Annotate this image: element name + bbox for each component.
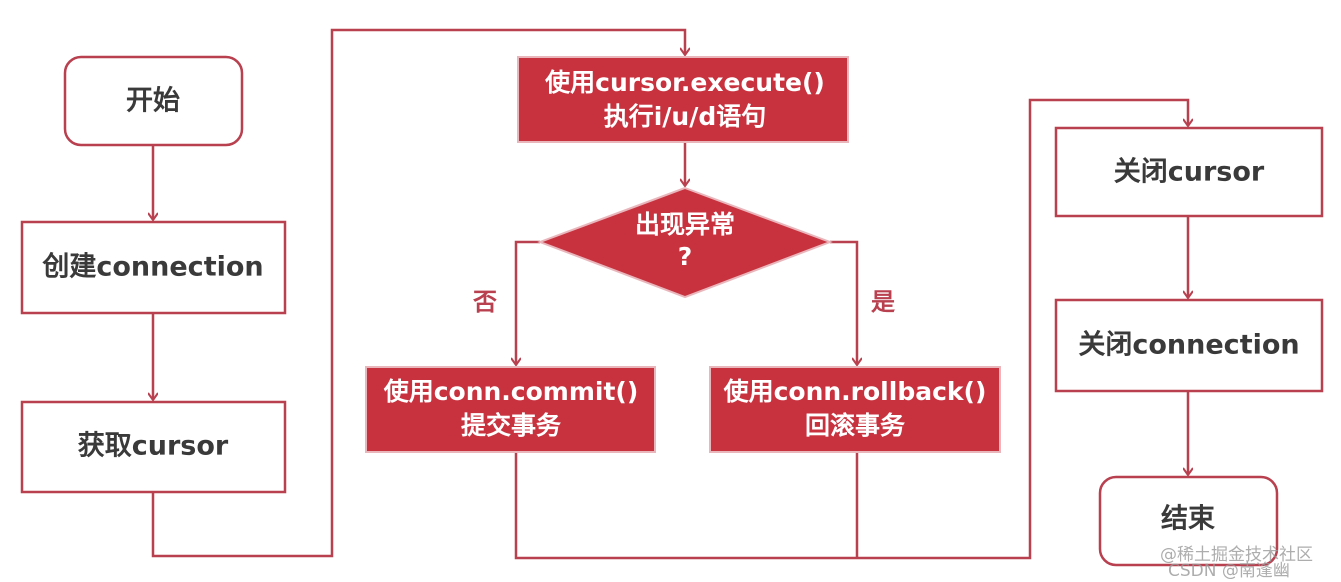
label-yes: 是 <box>871 288 895 316</box>
svg-text:结束: 结束 <box>1161 504 1215 535</box>
node-commit: 使用conn.commit() 提交事务 <box>365 366 656 453</box>
svg-text:?: ? <box>678 242 693 271</box>
edge-decision-rollback <box>830 240 857 365</box>
label-no: 否 <box>472 288 497 316</box>
edge-decision-commit <box>516 240 540 365</box>
edge-commit-close-cursor <box>514 98 1188 560</box>
svg-text:使用conn.rollback(): 使用conn.rollback() <box>723 377 987 406</box>
svg-text:执行i/u/d语句: 执行i/u/d语句 <box>604 102 767 131</box>
node-end: 结束 <box>1098 475 1279 567</box>
node-close-cursor: 关闭cursor <box>1054 126 1324 218</box>
edges <box>151 28 1188 560</box>
node-create-connection: 创建connection <box>20 220 287 315</box>
watermark-line1: @稀土掘金技术社区 <box>1160 545 1313 565</box>
svg-text:提交事务: 提交事务 <box>461 411 561 440</box>
node-rollback: 使用conn.rollback() 回滚事务 <box>709 366 1001 453</box>
node-get-cursor: 获取cursor <box>20 400 287 494</box>
svg-text:回滚事务: 回滚事务 <box>805 411 905 440</box>
svg-text:关闭connection: 关闭connection <box>1078 330 1299 361</box>
node-decision: 出现异常 ? <box>537 186 833 299</box>
edge-cursor-execute <box>151 28 685 558</box>
node-execute: 使用cursor.execute() 执行i/u/d语句 <box>517 56 849 143</box>
node-close-connection: 关闭connection <box>1054 298 1324 393</box>
svg-text:创建connection: 创建connection <box>41 252 263 283</box>
node-start: 开始 <box>63 55 244 147</box>
svg-text:使用conn.commit(): 使用conn.commit() <box>383 377 639 406</box>
svg-text:关闭cursor: 关闭cursor <box>1114 157 1265 188</box>
svg-text:开始: 开始 <box>126 85 180 117</box>
svg-text:出现异常: 出现异常 <box>635 210 735 239</box>
watermark-line2: CSDN @南逢幽 <box>1168 561 1290 581</box>
svg-text:使用cursor.execute(): 使用cursor.execute() <box>544 68 825 97</box>
svg-text:获取cursor: 获取cursor <box>78 431 229 462</box>
